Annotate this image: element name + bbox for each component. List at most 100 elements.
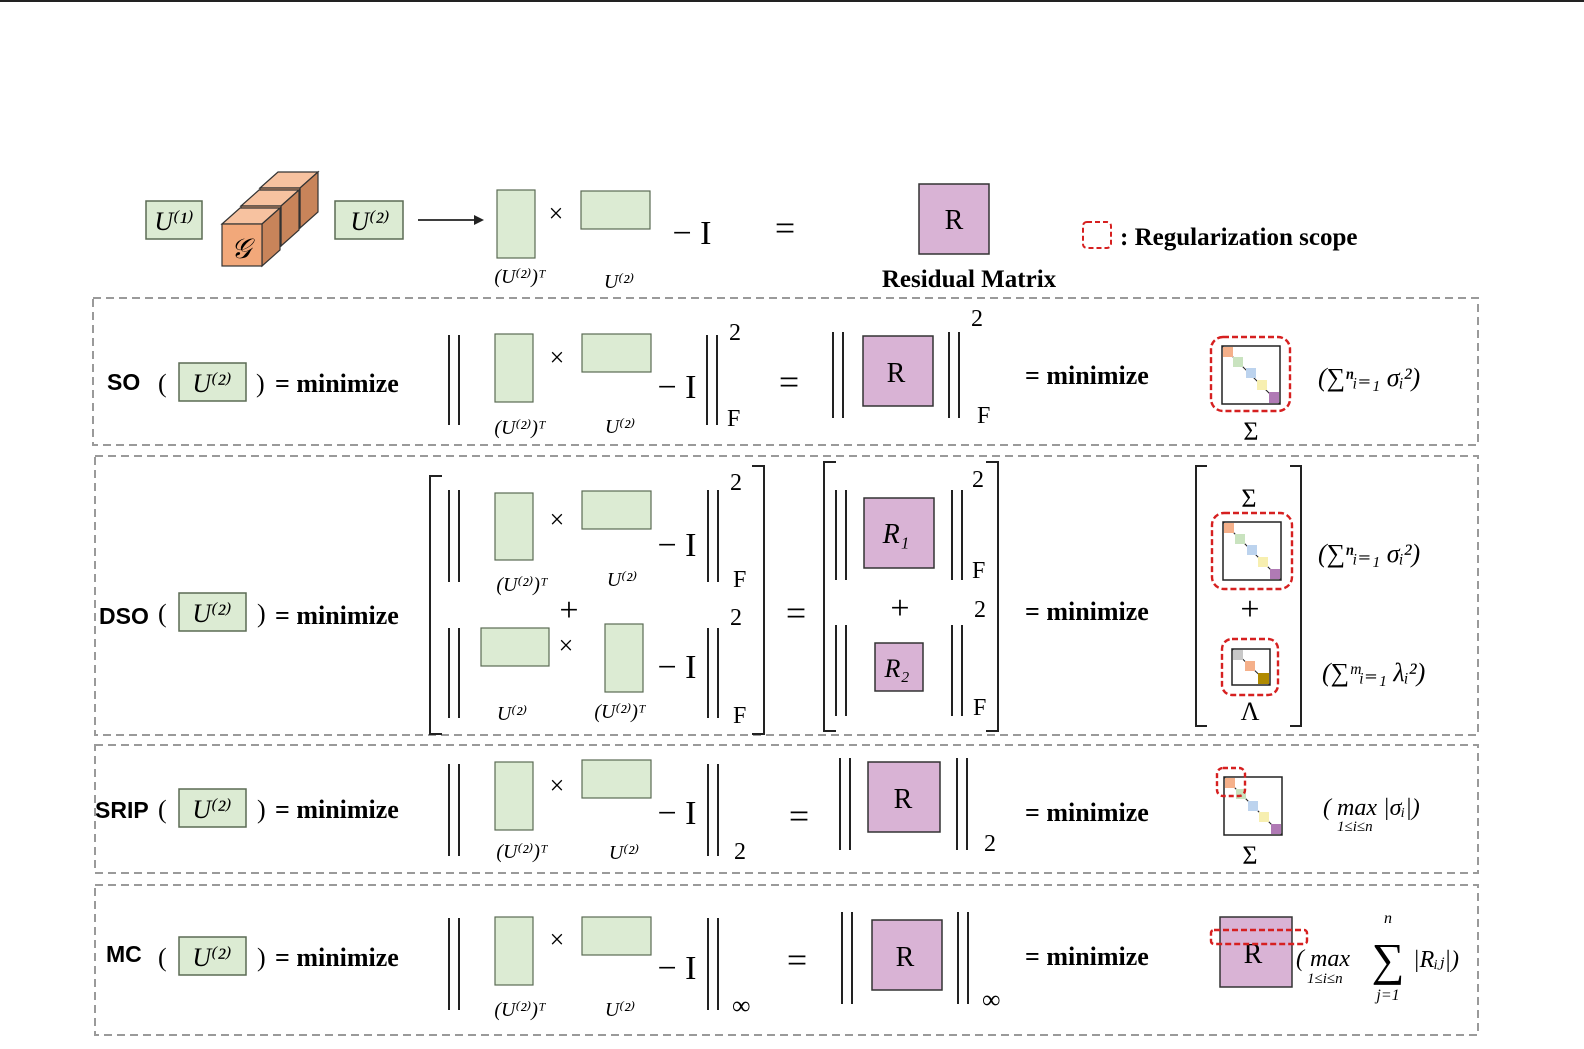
mc-arg: U⁽²⁾ [192,943,231,972]
mc-sum-symbol: ∑ [1372,934,1405,985]
dso-up-ut-caption: (U⁽²⁾)ᵀ [496,574,549,596]
mc-sum-top: n [1384,910,1392,927]
arrow-head-icon [474,215,484,225]
so-title: SO [107,369,140,395]
mc-panel [94,884,1479,1036]
dso-sigma-caption: Σ [1241,484,1256,513]
mc-row: MC ( U⁽²⁾ ) = minimize × − I ∞ (U⁽²⁾)ᵀ U… [106,910,1459,1021]
top-row: U⁽¹⁾ 𝒢 U⁽²⁾ × − I (U⁽²⁾)ᵀ U⁽²⁾ = R Resid… [145,170,1357,293]
mc-ut-matrix [494,916,534,986]
srip-equals: = [789,796,809,836]
tensor-g-icon [220,170,320,268]
dso-lo-sub: F [733,703,746,729]
dso-lo-ut-caption: (U⁽²⁾)ᵀ [594,701,647,723]
dso-lambda-matrix-icon [1231,648,1271,686]
mc-r-matrix [871,919,943,991]
dso-equals: = [786,593,806,633]
dso-r1-label: R₁ [882,519,910,550]
equals-sign: = [775,208,795,248]
dso-s-plus: + [1240,591,1259,628]
so-arg: U⁽²⁾ [192,369,231,398]
mc-arg-box [178,936,247,976]
so-times: × [550,343,565,372]
so-formula: (∑ⁿᵢ₌₁ σᵢ²) [1318,363,1420,392]
u-matrix [580,190,651,230]
mc-minimize: = minimize [275,943,399,972]
srip-sigma-matrix-icon [1223,776,1283,836]
dso-r2-sup: 2 [974,597,986,623]
so-ut-matrix [494,333,534,403]
dso-r1-sup: 2 [972,467,984,493]
mc-formula-max: ( max [1296,946,1350,972]
srip-minimize-2: = minimize [1025,798,1149,827]
so-arg-box [178,362,247,402]
mc-u-caption: U⁽²⁾ [605,999,635,1021]
dso-r2-label: R₂ [884,654,910,683]
dso-formula-lambda: (∑ᵐᵢ₌₁ λᵢ²) [1322,658,1425,687]
legend-scope-icon [1082,221,1112,249]
dso-r-plus: + [890,590,909,627]
so-sub: F [727,406,740,432]
dso-arg-box [178,592,247,632]
u2-box [334,200,404,240]
dso-up-times: × [550,505,565,534]
srip-panel [94,744,1479,874]
so-sigma-caption: Σ [1243,417,1258,446]
mc-row-scope [1209,928,1309,946]
dso-bracket-left [429,475,442,735]
dso-up-ut-matrix [494,492,534,561]
so-paren-close: ) [256,369,265,398]
residual-matrix [918,183,990,255]
srip-sub: 2 [734,839,746,865]
srip-scope [1215,766,1247,798]
mc-formula-body: |Rᵢⱼ|) [1413,947,1459,973]
legend-text: : Regularization scope [1120,224,1357,251]
dso-r2-matrix [874,642,924,692]
srip-formula: ( max |σᵢ|) [1323,795,1420,821]
dso-lo-u-caption: U⁽²⁾ [497,703,527,725]
u1-box [145,200,203,240]
dso-up-u-matrix [581,490,652,530]
so-r-matrix [862,335,934,407]
dso-r1-matrix [863,497,935,569]
dso-r2-sub: F [973,695,986,721]
srip-ut-matrix [494,761,534,831]
mc-r-label: R [896,942,915,973]
dso-sigma-matrix-icon [1222,521,1282,581]
mc-sub: ∞ [732,991,751,1020]
dso-s-bracket-left [1195,465,1207,727]
dso-lambda-caption: Λ [1241,697,1260,726]
dso-left-plus: + [559,592,578,629]
so-sup: 2 [729,320,741,346]
so-scope-outline [1209,335,1292,413]
so-row: SO ( U⁽²⁾ ) = minimize × − I 2 F (U⁽²⁾)ᵀ… [107,306,1420,446]
dso-lo-u-matrix [480,627,550,667]
dso-minimize-2: = minimize [1025,597,1149,626]
srip-title: SRIP [95,797,149,823]
so-equals: = [779,362,799,402]
srip-r-matrix [867,761,941,833]
dso-r-bracket-right [986,461,999,732]
so-ut-caption: (U⁽²⁾)ᵀ [494,417,547,439]
so-minimize-2: = minimize [1025,361,1149,390]
dso-up-sub: F [733,567,746,593]
srip-u-matrix [581,759,652,799]
mc-title: MC [106,941,142,967]
mc-r-right-label: R [1244,939,1263,970]
dso-lo-ut-matrix [604,623,644,693]
srip-minimize: = minimize [275,795,399,824]
dso-sigma-scope [1210,511,1294,591]
srip-arg: U⁽²⁾ [192,795,231,824]
srip-formula-under: 1≤i≤n [1337,819,1373,835]
mc-times: × [550,925,565,954]
u-caption: U⁽²⁾ [604,271,634,293]
u2-label: U⁽²⁾ [350,207,389,236]
srip-paren-close: ) [257,795,266,824]
mc-minus-i: − I [658,950,697,987]
dso-lo-sup: 2 [730,605,742,631]
dso-minimize: = minimize [275,601,399,630]
dso-paren-close: ) [257,599,266,628]
residual-r: R [945,205,964,236]
dso-lo-minus-i: − I [658,649,697,686]
